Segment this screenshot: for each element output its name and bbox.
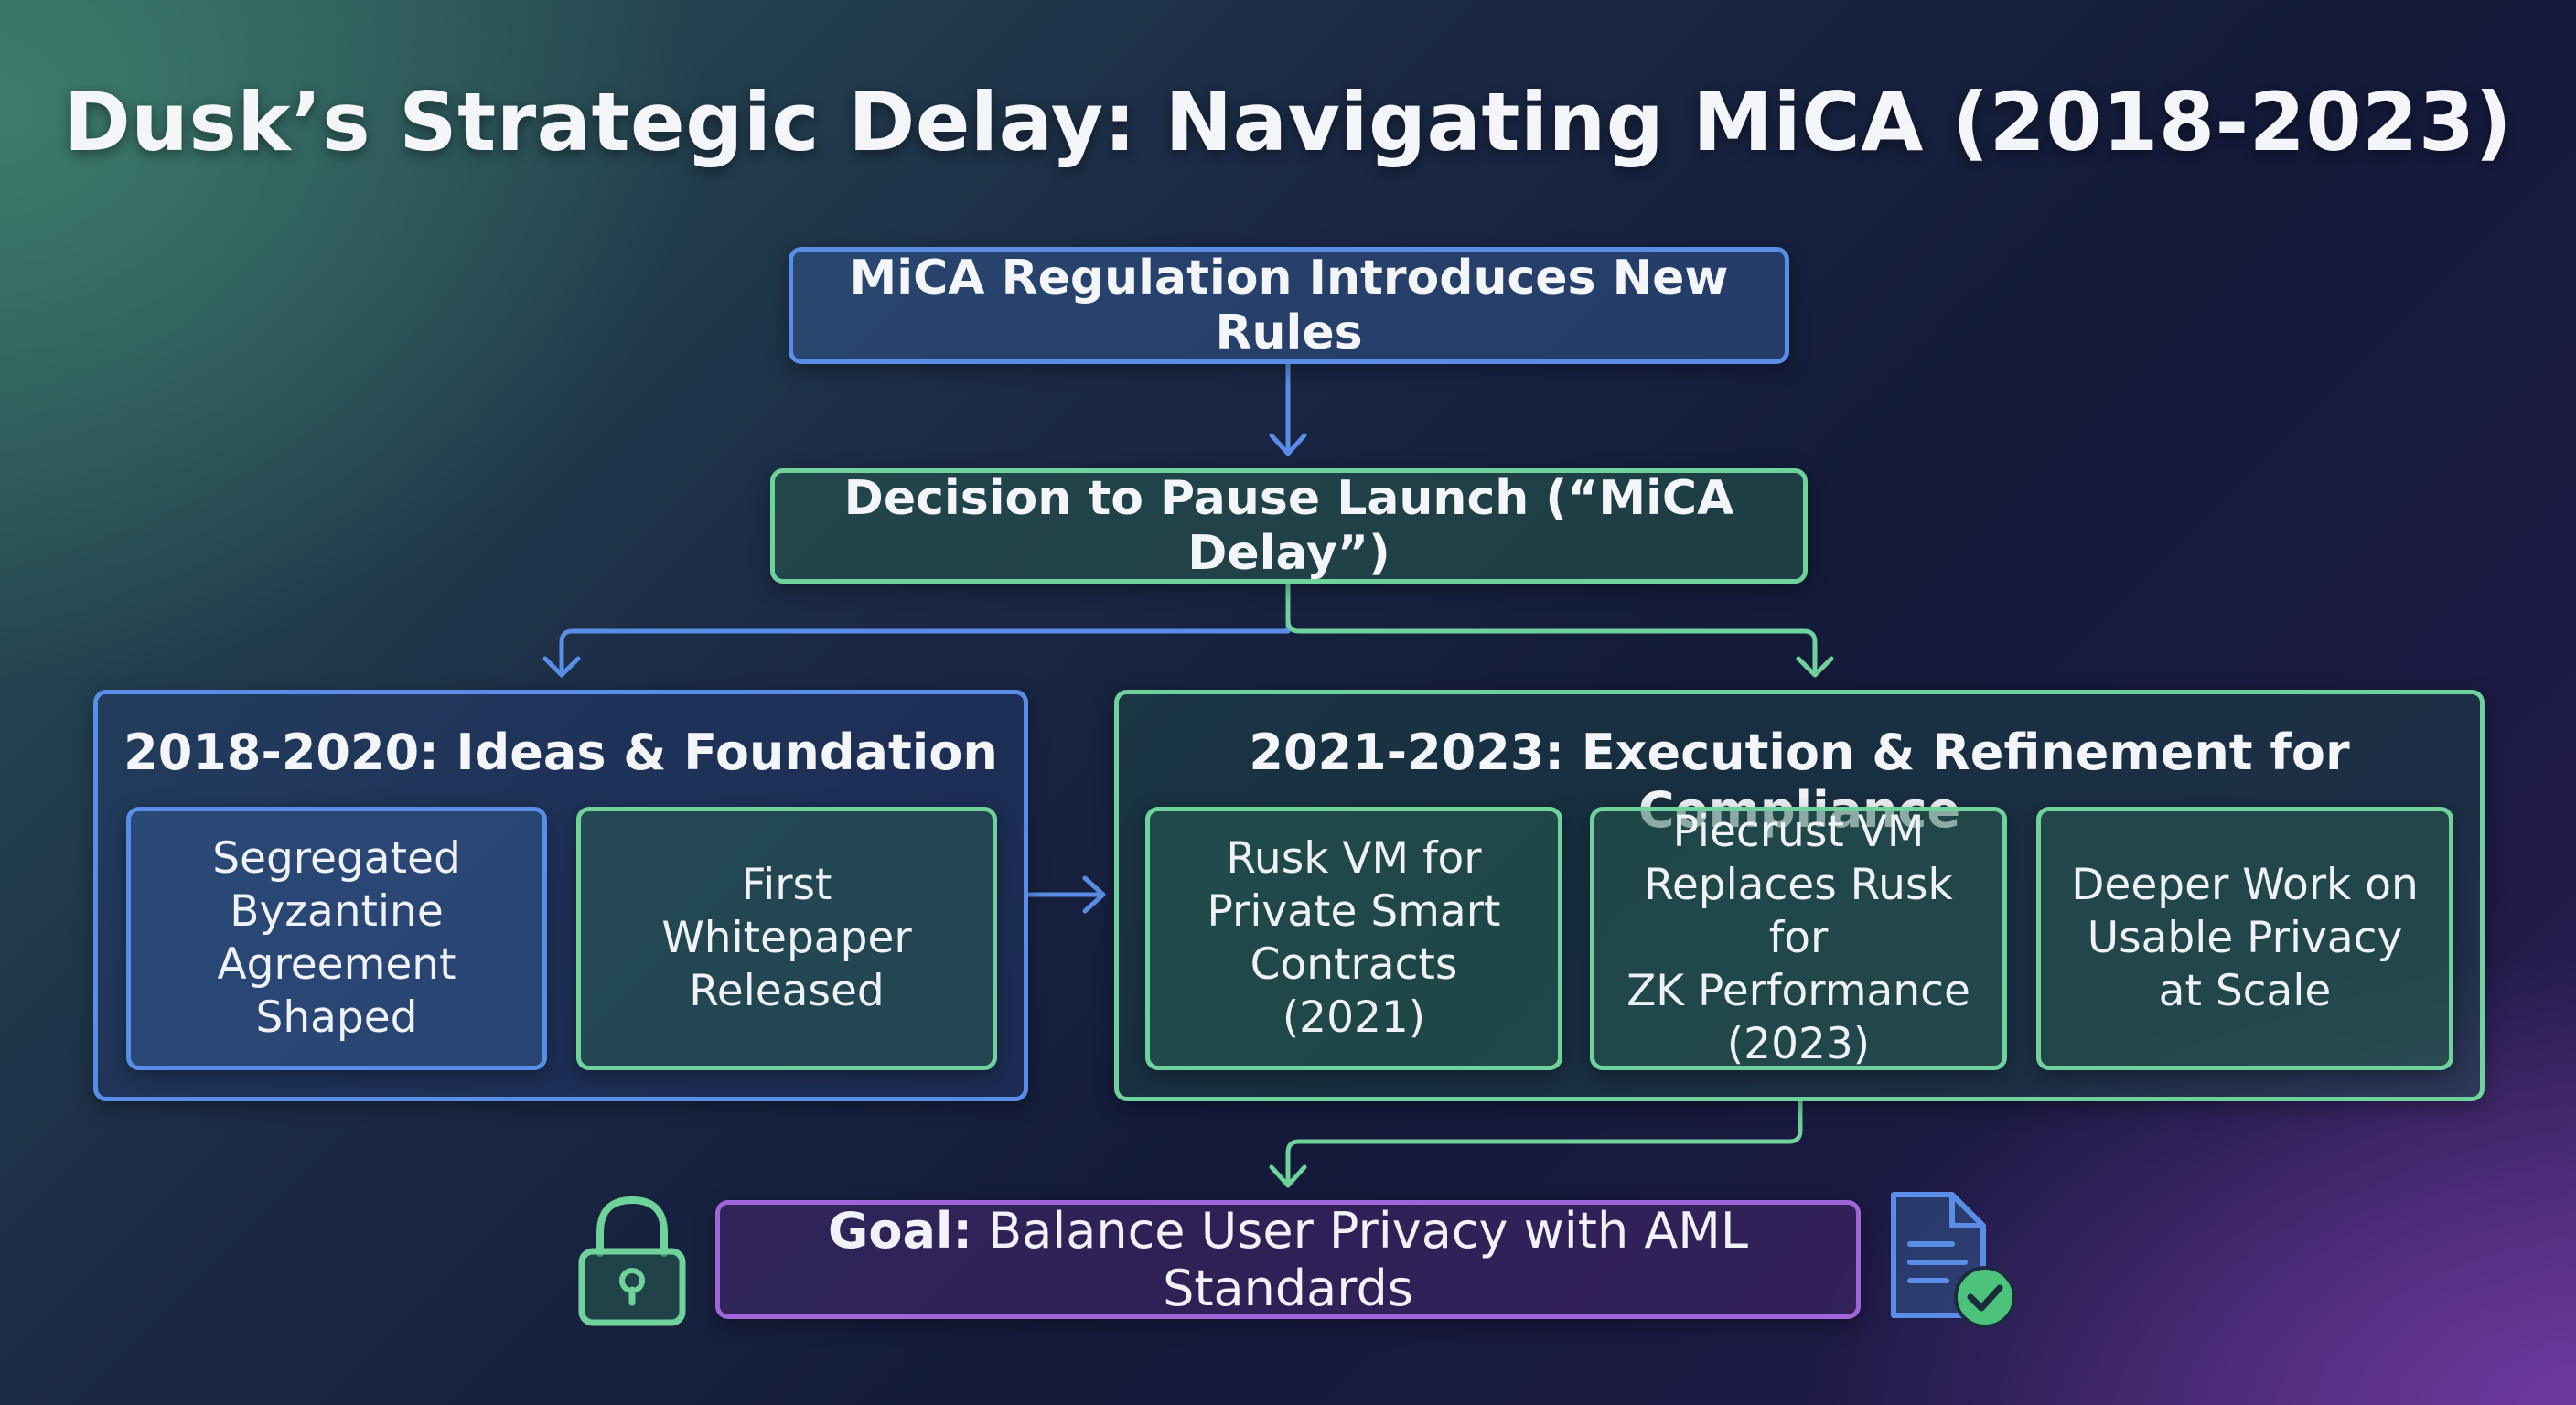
card-line: (2023) xyxy=(1726,1019,1871,1069)
arrow-right-to-goal xyxy=(1269,1099,1803,1188)
card-line: Deeper Work on xyxy=(2071,860,2419,910)
decision-box: Decision to Pause Launch (“MiCA Delay”) xyxy=(770,468,1808,584)
card-line: Rusk VM for xyxy=(1226,833,1482,884)
card-line: Byzantine xyxy=(230,886,444,937)
card-piecrust-vm: Piecrust VM Replaces Rusk for ZK Perform… xyxy=(1590,807,2007,1070)
card-line: (2021) xyxy=(1282,992,1426,1043)
mica-regulation-box: MiCA Regulation Introduces New Rules xyxy=(789,247,1789,364)
arrow-decision-to-left xyxy=(542,581,1291,678)
card-rusk-vm: Rusk VM for Private Smart Contracts (202… xyxy=(1145,807,1562,1070)
card-line: at Scale xyxy=(2158,966,2332,1016)
goal-box: Goal: Balance User Privacy with AML Stan… xyxy=(715,1200,1861,1319)
goal-text: Balance User Privacy with AML Standards xyxy=(988,1202,1748,1317)
card-line: Private Smart xyxy=(1207,886,1501,937)
decision-label: Decision to Pause Launch (“MiCA Delay”) xyxy=(843,471,1734,581)
arrow-top-to-decision xyxy=(1269,361,1307,456)
card-line: Usable Privacy xyxy=(2087,913,2403,963)
page-title: Dusk’s Strategic Delay: Navigating MiCA … xyxy=(63,75,2513,169)
card-segregated-byzantine-agreement: Segregated Byzantine Agreement Shaped xyxy=(126,807,547,1070)
card-line: Whitepaper xyxy=(661,913,912,963)
arrow-decision-to-right xyxy=(1285,581,1834,678)
card-line: Segregated xyxy=(212,833,461,884)
card-line: First xyxy=(741,860,832,910)
document-check-icon xyxy=(1891,1192,2016,1328)
card-line: Piecrust VM xyxy=(1672,807,1925,857)
group-2018-2020-title: 2018-2020: Ideas & Foundation xyxy=(123,724,998,781)
card-usable-privacy: Deeper Work on Usable Privacy at Scale xyxy=(2036,807,2453,1070)
card-line: ZK Performance xyxy=(1626,966,1970,1016)
mica-regulation-label: MiCA Regulation Introduces New Rules xyxy=(849,251,1729,360)
goal-label: Goal: xyxy=(828,1202,972,1260)
arrow-left-to-right xyxy=(1025,875,1106,914)
card-first-whitepaper: First Whitepaper Released xyxy=(576,807,997,1070)
padlock-icon xyxy=(578,1196,686,1326)
card-line: Contracts xyxy=(1250,939,1458,990)
card-line: Replaces Rusk for xyxy=(1644,860,1953,963)
card-line: Shaped xyxy=(255,992,418,1043)
card-line: Agreement xyxy=(217,939,456,990)
card-line: Released xyxy=(689,966,885,1016)
